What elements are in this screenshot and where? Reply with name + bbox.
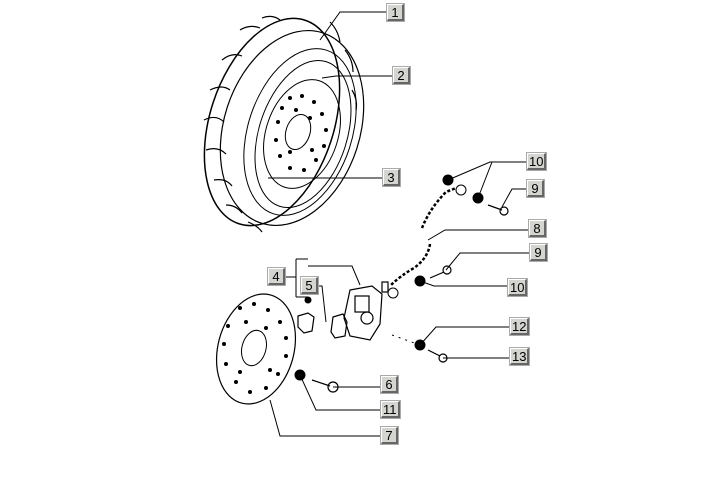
part-label-4[interactable]: 4 — [267, 267, 286, 286]
part-label-13[interactable]: 13 — [508, 347, 531, 366]
part-label-9[interactable]: 9 — [529, 243, 548, 262]
part-label-2[interactable]: 2 — [392, 66, 411, 85]
brake-caliper — [297, 281, 389, 341]
leader-lines — [268, 11, 530, 437]
part-label-10[interactable]: 10 — [506, 278, 529, 297]
part-label-1[interactable]: 1 — [386, 3, 405, 22]
part-label-11[interactable]: 11 — [380, 400, 401, 419]
tire — [203, 15, 365, 233]
banjo-fittings — [387, 184, 467, 299]
wheel-brake-disc — [263, 79, 341, 189]
part-label-6[interactable]: 6 — [380, 375, 399, 394]
part-label-3[interactable]: 3 — [382, 168, 401, 187]
part-label-8[interactable]: 8 — [528, 219, 547, 238]
part-label-12[interactable]: 12 — [508, 317, 531, 336]
washers — [294, 174, 484, 381]
brake-hoses — [389, 186, 457, 287]
part-label-7[interactable]: 7 — [380, 426, 399, 445]
brake-disc — [215, 293, 297, 405]
part-label-9[interactable]: 9 — [526, 179, 545, 198]
bolts — [311, 204, 509, 393]
part-label-5[interactable]: 5 — [300, 276, 319, 295]
part-label-10[interactable]: 10 — [525, 152, 548, 171]
